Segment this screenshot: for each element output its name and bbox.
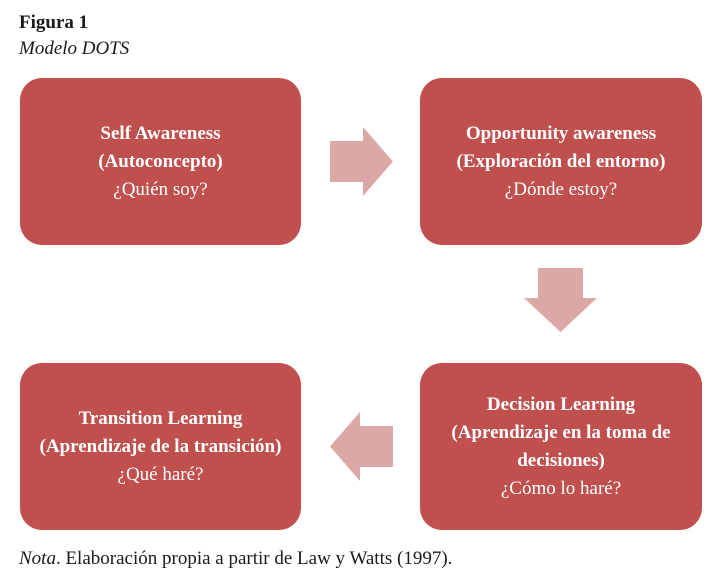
opportunity-awareness-subtitle: (Exploración del entorno): [456, 150, 666, 172]
transition-learning-box: Transition Learning (Aprendizaje de la t…: [20, 363, 301, 530]
figure-title: Modelo DOTS: [19, 38, 130, 59]
opportunity-awareness-question: ¿Dónde estoy?: [504, 178, 618, 200]
arrow-left-shape: [330, 412, 393, 481]
decision-learning-box: Decision Learning (Aprendizaje en la tom…: [420, 363, 702, 530]
transition-learning-title: Transition Learning: [78, 407, 243, 429]
opportunity-awareness-title: Opportunity awareness: [465, 122, 657, 144]
self-awareness-title: Self Awareness: [100, 122, 221, 144]
opportunity-awareness-box: Opportunity awareness (Exploración del e…: [420, 78, 702, 245]
transition-learning-subtitle: (Aprendizaje de la transición): [39, 435, 282, 457]
transition-learning-question: ¿Qué haré?: [117, 463, 204, 485]
arrow-left-icon: [330, 412, 393, 481]
self-awareness-subtitle: (Autoconcepto): [98, 150, 223, 172]
figure-note: Nota. Elaboración propia a partir de Law…: [19, 548, 452, 570]
note-label: Nota: [19, 548, 56, 569]
note-text: . Elaboración propia a partir de Law y W…: [55, 548, 453, 569]
decision-learning-subtitle-1: (Aprendizaje en la toma de: [451, 421, 671, 443]
arrow-down-shape: [524, 268, 597, 332]
decision-learning-title: Decision Learning: [486, 393, 636, 415]
figure-label: Figura 1: [19, 12, 89, 33]
self-awareness-question: ¿Quién soy?: [113, 178, 208, 200]
decision-learning-question: ¿Cómo lo haré?: [500, 477, 622, 499]
self-awareness-box: Self Awareness (Autoconcepto) ¿Quién soy…: [20, 78, 301, 245]
arrow-right-icon: [330, 127, 393, 196]
arrow-right-shape: [330, 127, 393, 196]
decision-learning-subtitle-2: decisiones): [517, 449, 605, 471]
arrow-down-icon: [524, 268, 597, 332]
